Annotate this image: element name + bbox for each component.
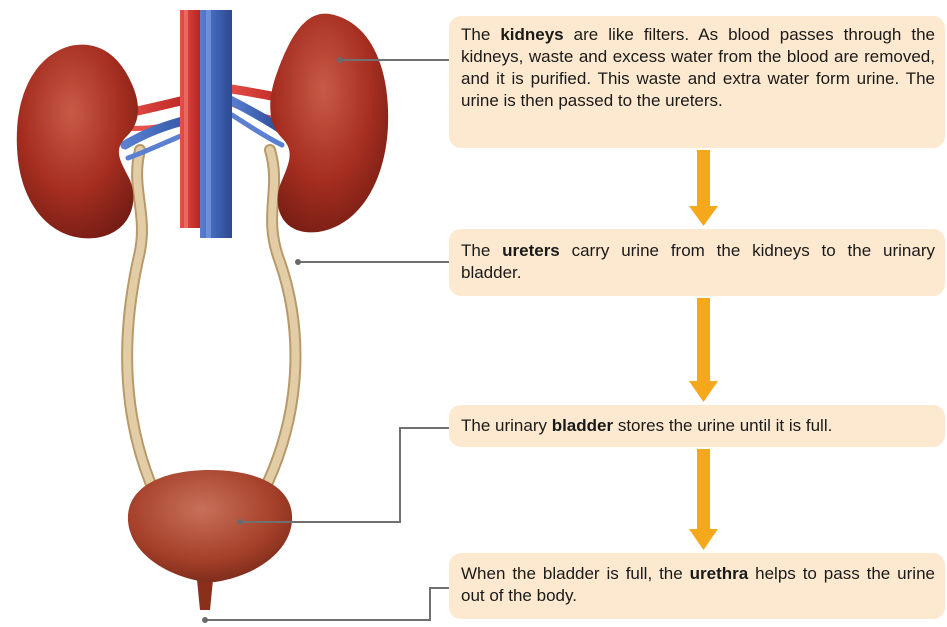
right-kidney xyxy=(270,14,388,233)
urethra-term: urethra xyxy=(690,564,749,583)
kidneys-description-box: The kidneys are like filters. As blood p… xyxy=(449,16,945,148)
kidneys-term: kidneys xyxy=(500,25,563,44)
aorta xyxy=(180,10,200,228)
bladder-description-box: The urinary bladder stores the urine unt… xyxy=(449,405,945,447)
bladder-term: bladder xyxy=(552,416,613,435)
kidneys-text-before: The xyxy=(461,25,500,44)
urethra-description-box: When the bladder is full, the urethra he… xyxy=(449,553,945,619)
vena-cava xyxy=(200,10,232,238)
major-blood-vessels xyxy=(180,10,232,238)
bladder-text-before: The urinary xyxy=(461,416,552,435)
ureters-description-box: The ureters carry urine from the kidneys… xyxy=(449,229,945,296)
urethra-leader-line xyxy=(205,588,449,620)
arrow-kidneys-to-ureters xyxy=(689,150,718,226)
arrow-bladder-to-urethra xyxy=(689,449,718,550)
ureters-term: ureters xyxy=(502,241,560,260)
arrow-ureters-to-bladder xyxy=(689,298,718,402)
ureters-text-before: The xyxy=(461,241,502,260)
bladder xyxy=(128,470,292,582)
flow-arrows xyxy=(689,150,718,550)
urethra-text-before: When the bladder is full, the xyxy=(461,564,690,583)
bladder-text-after: stores the urine until it is full. xyxy=(613,416,832,435)
left-kidney xyxy=(17,45,138,239)
